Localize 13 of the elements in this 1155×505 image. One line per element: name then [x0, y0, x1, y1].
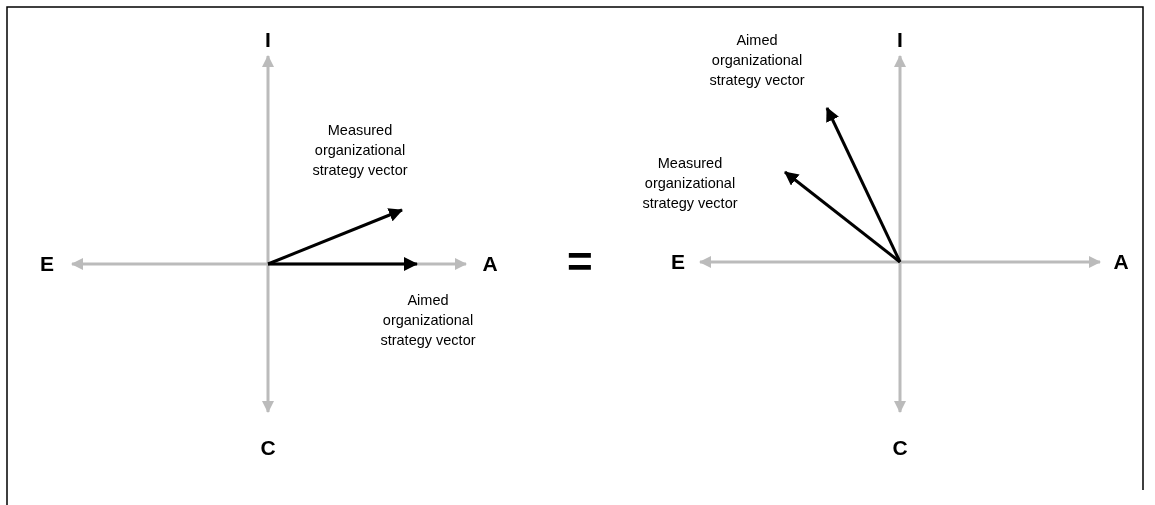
axis-label: E — [671, 250, 685, 274]
axis-label: A — [1113, 250, 1129, 274]
axis-label: I — [265, 28, 271, 52]
equals-sign: = — [567, 240, 593, 284]
axis-label: C — [892, 436, 908, 460]
axis-label: I — [897, 28, 903, 52]
vector-label: Aimed organizational strategy vector — [708, 31, 806, 90]
vector-label: Measured organizational strategy vector — [641, 154, 739, 213]
vector-label: Aimed organizational strategy vector — [379, 291, 477, 350]
axis-label: A — [482, 252, 498, 276]
axis-label: C — [260, 436, 276, 460]
axis-label: E — [40, 252, 54, 276]
vector-label: Measured organizational strategy vector — [311, 121, 409, 180]
